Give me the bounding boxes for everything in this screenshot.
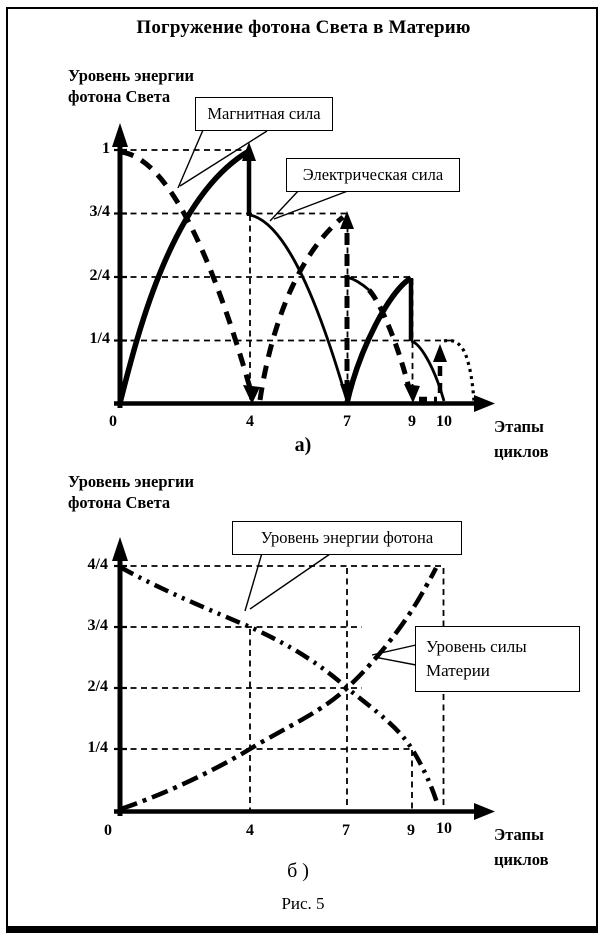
b-x-axis-arrow	[474, 803, 495, 820]
series-photon-energy-level	[118, 565, 441, 807]
b-y-axis-title-line1: Уровень энергии	[68, 472, 195, 491]
matter-force-label-line1: Уровень силы	[426, 637, 527, 656]
a-panel-caption: а)	[294, 434, 312, 456]
b-xtick-0: 0	[104, 822, 112, 839]
b-xtick-7: 7	[342, 822, 350, 839]
chart-b-callout-leaders	[244, 552, 417, 666]
a-y-axis-title-line1: Уровень энергии	[68, 66, 195, 85]
a-y-axis-title-line2: фотона Света	[68, 87, 171, 106]
matter-force-label-line2: Материи	[426, 661, 490, 680]
magnetic-leader-2	[179, 130, 268, 187]
a-electric-arrow-up-7	[340, 211, 354, 229]
magnetic-force-label-box: Магнитная сила	[195, 97, 333, 131]
electric-force-label-box: Электрическая сила	[286, 158, 460, 192]
b-ytick-24: 2/4	[87, 678, 108, 695]
b-y-axis-title-line2: фотона Света	[68, 493, 171, 512]
figure-number-caption: Рис. 5	[281, 894, 325, 913]
a-ytick-24: 2/4	[89, 267, 110, 284]
a-ytick-1: 1	[102, 140, 110, 157]
a-thin-fall-3	[346, 275, 370, 292]
a-dotted-tail	[443, 338, 476, 402]
a-electric-rise-1	[257, 215, 345, 401]
matter-force-label-box: Уровень силы Материи	[415, 626, 580, 692]
series-matter-force-level	[120, 566, 439, 812]
chart-a-gridlines	[120, 149, 452, 402]
chart-b-gridlines	[120, 565, 445, 810]
a-y-axis-title: Уровень энергии фотона Света	[68, 65, 194, 107]
photon-energy-label-box: Уровень энергии фотона	[232, 521, 462, 555]
b-matter-curve	[120, 566, 439, 812]
figure-title: Погружение фотона Света в Материю	[136, 17, 471, 38]
a-ytick-14: 1/4	[89, 330, 110, 347]
a-electric-arrow-down-4	[243, 385, 260, 404]
matter-leader-2	[373, 656, 417, 666]
a-xtick-10: 10	[436, 413, 452, 430]
b-panel-caption: б )	[287, 860, 309, 882]
chart-a-axes	[112, 123, 495, 412]
electric-force-label: Электрическая сила	[302, 165, 444, 184]
a-electric-fall-1	[120, 149, 253, 389]
b-ytick-34: 3/4	[87, 617, 108, 634]
a-xtick-0: 0	[109, 413, 117, 430]
electric-leader-1	[269, 188, 301, 222]
a-magnetic-peak-arrow	[242, 142, 256, 161]
b-ytick-14: 1/4	[87, 739, 108, 756]
a-x-axis-title-line1: Этапы	[494, 417, 544, 436]
magnetic-leader-1	[177, 129, 204, 189]
a-x-axis-title-line2: циклов	[494, 442, 549, 461]
a-xtick-4: 4	[246, 413, 254, 430]
photon-leader-1	[244, 552, 263, 612]
b-x-axis-title: Этапы циклов	[494, 822, 549, 872]
a-electric-fall-2	[367, 288, 412, 389]
photon-leader-2	[249, 553, 331, 610]
b-y-axis-title: Уровень энергии фотона Света	[68, 471, 194, 513]
b-ytick-44: 4/4	[87, 556, 108, 573]
a-x-axis-title: Этапы циклов	[494, 414, 549, 464]
series-electric-force	[120, 149, 476, 404]
series-magnetic-force	[117, 142, 446, 404]
b-x-axis-title-line2: циклов	[494, 850, 549, 869]
chart-a-callout-leaders	[177, 129, 354, 222]
photon-energy-label: Уровень энергии фотона	[260, 528, 434, 547]
a-xtick-7: 7	[343, 413, 351, 430]
matter-leader-1	[371, 644, 417, 656]
b-xtick-10: 10	[436, 820, 452, 837]
b-x-axis-title-line1: Этапы	[494, 825, 544, 844]
a-magnetic-rise-1	[117, 148, 251, 404]
a-y-axis-arrow	[112, 123, 128, 147]
a-electric-arrow-down-9	[404, 384, 420, 403]
b-xtick-4: 4	[246, 822, 254, 839]
a-electric-arrow-down-7	[340, 384, 354, 403]
b-y-tickmarks	[114, 564, 127, 751]
a-x-axis-arrow	[474, 395, 495, 412]
b-xtick-9: 9	[407, 822, 415, 839]
a-y-tickmarks	[114, 148, 127, 342]
magnetic-force-label: Магнитная сила	[207, 104, 321, 123]
b-y-axis-arrow	[112, 537, 128, 561]
a-electric-arrow-up-10	[433, 344, 447, 362]
chart-b-axes	[112, 537, 495, 820]
a-xtick-9: 9	[408, 413, 416, 430]
b-photon-curve	[118, 565, 441, 807]
a-ytick-34: 3/4	[89, 203, 110, 220]
electric-leader-2	[273, 188, 354, 220]
